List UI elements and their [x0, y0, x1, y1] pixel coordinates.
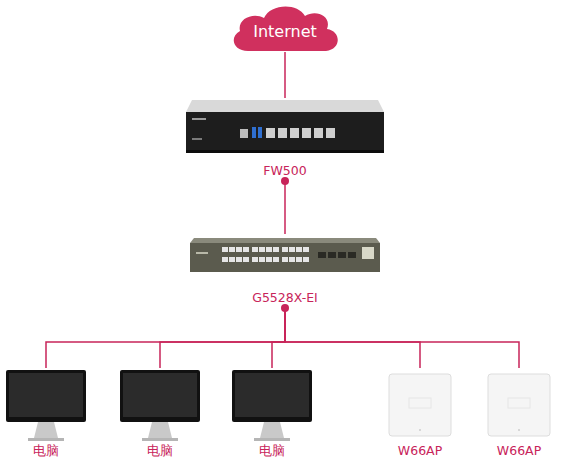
cloud-outline	[234, 6, 338, 51]
router-front	[186, 112, 384, 152]
access-point: W66AP	[388, 368, 452, 458]
device-label: Internet	[253, 23, 317, 41]
network-link	[284, 52, 286, 98]
router-port	[278, 128, 287, 138]
device-label: 电脑	[147, 443, 173, 458]
switch-logo	[196, 252, 208, 254]
device-label: W66AP	[497, 443, 541, 458]
switch-illustration	[190, 238, 380, 272]
switch-front	[190, 243, 380, 272]
firewall-router: FW500	[186, 98, 384, 178]
router-port	[314, 128, 323, 138]
computer: 电脑	[232, 368, 312, 458]
access-point: W66AP	[487, 368, 551, 458]
internet-cloud: Internet	[226, 2, 344, 52]
router-top	[186, 100, 384, 112]
access-point-illustration	[488, 374, 550, 436]
junction-dot	[281, 304, 289, 312]
router-port	[290, 128, 299, 138]
computer-illustration	[232, 370, 312, 441]
device-label: G5528X-EI	[252, 290, 318, 305]
switch-sfp-ports	[318, 252, 356, 258]
router-port	[266, 128, 275, 138]
switch-console	[362, 247, 374, 259]
router-illustration	[186, 100, 384, 153]
device-label: W66AP	[398, 443, 442, 458]
device-label: FW500	[263, 163, 306, 178]
network-link	[272, 305, 285, 368]
computer: 电脑	[120, 368, 200, 458]
network-link	[160, 305, 285, 368]
access-point-illustration	[389, 374, 451, 436]
computer-illustration	[6, 370, 86, 441]
router-usb	[252, 127, 256, 138]
router-led	[192, 138, 202, 140]
computer-illustration	[120, 370, 200, 441]
switch-ports	[222, 247, 309, 262]
device-label: 电脑	[33, 443, 59, 458]
network-switch: G5528X-EI	[190, 234, 380, 305]
router-logo	[192, 118, 206, 120]
device-label: 电脑	[259, 443, 285, 458]
router-usb	[258, 127, 262, 138]
computer: 电脑	[6, 368, 86, 458]
network-link	[284, 178, 286, 234]
network-link	[285, 305, 519, 368]
router-bottom	[186, 150, 384, 153]
network-link	[46, 305, 285, 368]
router-port	[240, 129, 248, 138]
junction-dot	[281, 177, 289, 185]
router-port	[302, 128, 311, 138]
switch-top	[190, 238, 380, 243]
network-link	[285, 305, 420, 368]
router-port	[326, 128, 335, 138]
